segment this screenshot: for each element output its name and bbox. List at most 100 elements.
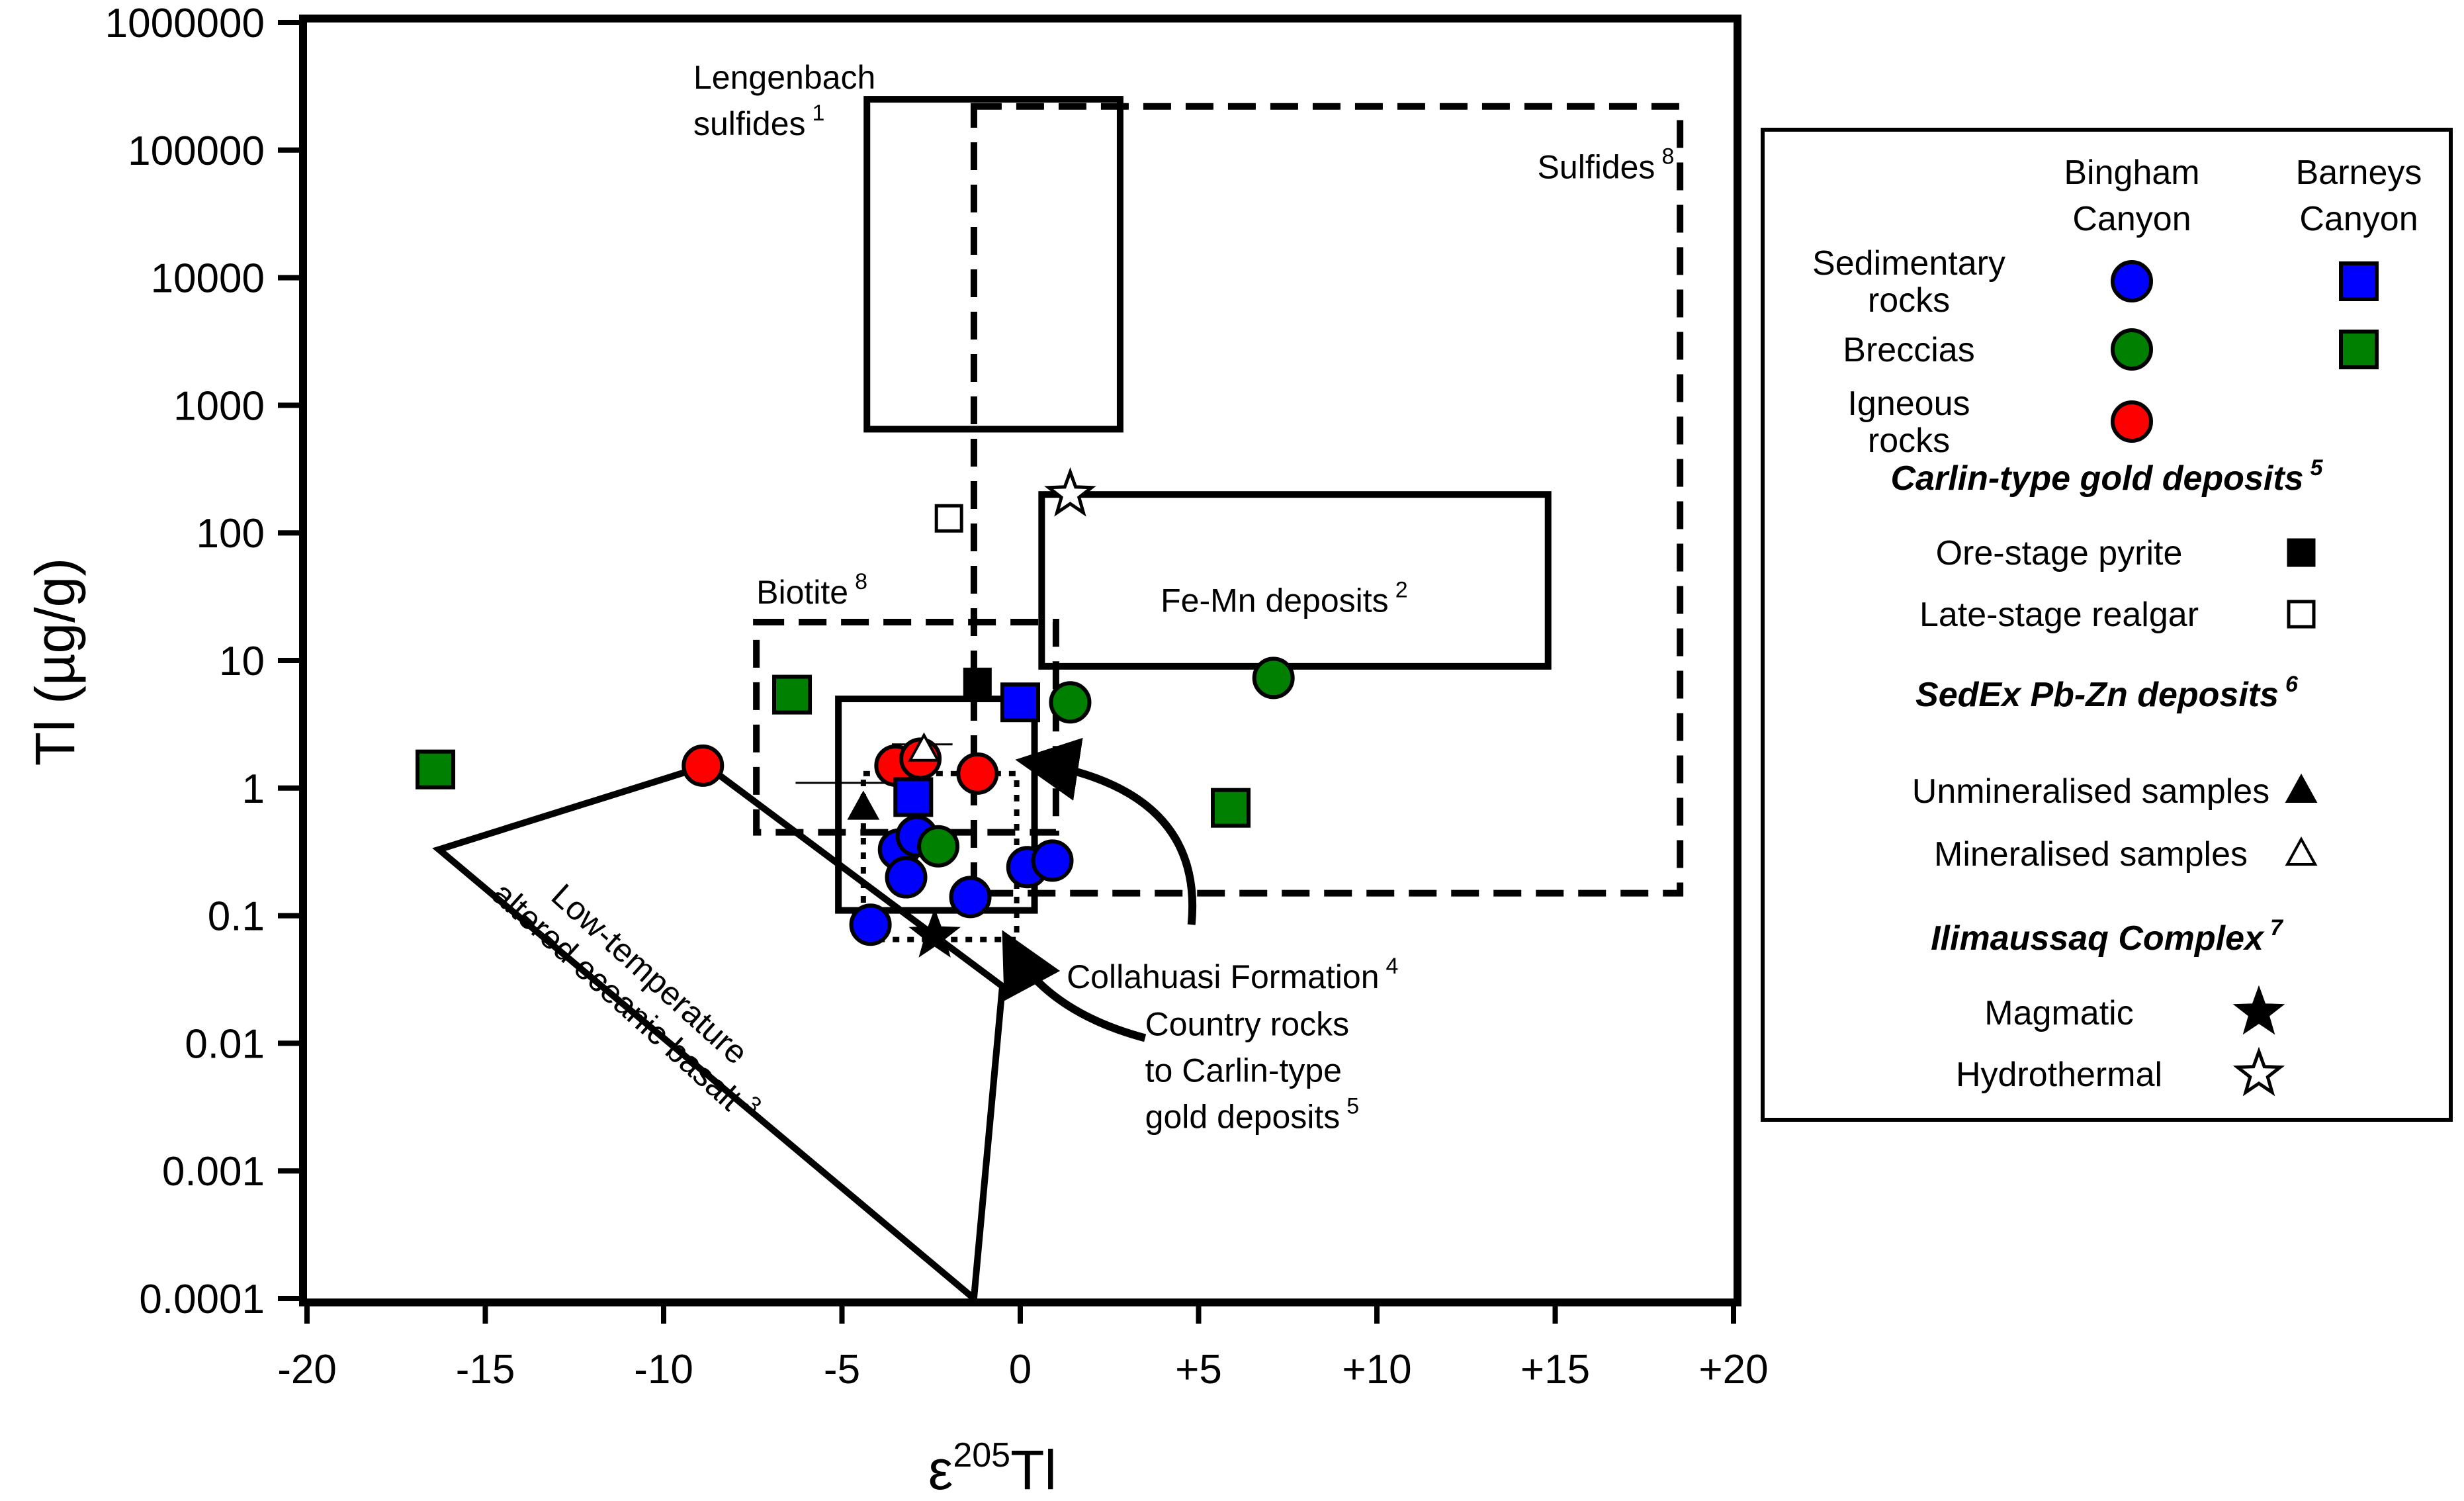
point-series-3-1 <box>893 777 934 817</box>
x-tick-label: +15 <box>1520 1347 1590 1392</box>
region-fe-mn <box>1038 491 1552 670</box>
legend-item-marker-star-open <box>2232 1046 2285 1097</box>
legend-marker-square-2 <box>2339 330 2379 369</box>
y-tick-label: 1000 <box>173 383 265 429</box>
x-tick-label: +20 <box>1698 1347 1768 1392</box>
region-lengenbach <box>863 96 1123 433</box>
x-axis-title: ε205Tl <box>928 1436 1057 1501</box>
x-tick-label: -15 <box>456 1347 515 1392</box>
y-tick-label: 100000 <box>128 128 265 174</box>
legend-row-label-3-line-1: Igneous <box>1847 385 1970 423</box>
legend-item-label-3-1: Magmatic <box>1984 994 2133 1032</box>
x-tick-label: +5 <box>1175 1347 1222 1392</box>
legend-marker-circle-2 <box>2111 328 2153 371</box>
legend-row-label-2-line-1: Breccias <box>1843 331 1974 369</box>
region-label-biotite-text: Biotite <box>756 574 848 611</box>
x-tick-label: 0 <box>1009 1347 1032 1392</box>
x-axis-title-suffix: Tl <box>1010 1439 1057 1501</box>
legend-item-label-1-1: Ore-stage pyrite <box>1936 534 2183 572</box>
legend-group-heading-2-superscript: 6 <box>2285 672 2299 697</box>
legend-col-header-2-line-1: Barneys <box>2296 154 2422 192</box>
region-label-country-rocks-line-3-text: gold deposits <box>1145 1099 1341 1136</box>
region-label-country-rocks-line-1: Country rocks <box>1145 1006 1349 1043</box>
point-series-0-0 <box>849 903 892 946</box>
arrow-collahuasi <box>1015 737 1196 925</box>
y-tick-label: 10 <box>219 639 265 684</box>
region-label-fe-mn-superscript: 2 <box>1395 578 1408 603</box>
point-series-8-0 <box>908 732 940 762</box>
region-collahuasi <box>835 696 1038 914</box>
y-axis-title-group: Tl (µg/g) <box>24 558 86 766</box>
legend-group-heading-3-superscript: 7 <box>2270 915 2284 940</box>
y-tick-label: 100 <box>197 511 265 557</box>
points-layer <box>416 467 1295 958</box>
legend-box <box>1761 128 2453 1122</box>
legend-item-marker-square-small <box>2287 538 2316 567</box>
legend-col-header-1-line-1: Bingham <box>2064 154 2199 192</box>
legend-row-label-3-line-2: rocks <box>1868 422 1950 460</box>
legend-marker-square-1 <box>2339 261 2379 301</box>
y-tick-label: 0.0001 <box>139 1277 265 1322</box>
legend-col-header-2-line-2: Canyon <box>2299 200 2418 238</box>
y-tick-label: 0.01 <box>185 1021 265 1067</box>
point-series-4-1 <box>772 674 813 715</box>
region-label-line-2-text: altered oceanic basalt <box>485 875 749 1118</box>
y-axis-title: Tl (µg/g) <box>24 558 86 766</box>
y-tick-label: 0.1 <box>208 894 265 940</box>
legend-item-marker-triangle <box>2285 773 2318 803</box>
region-label-lengenbach-line-2-text: sulfides <box>693 105 806 142</box>
point-series-3-0 <box>1000 682 1040 723</box>
point-series-0-2 <box>885 856 928 899</box>
legend-group-heading-3-text: Ilimaussaq Complex <box>1931 919 2265 958</box>
legend-row-label-1-line-2: rocks <box>1868 281 1950 320</box>
legend-item-label-2-2: Mineralised samples <box>1934 835 2248 874</box>
region-label-line-2: altered oceanic basalt3 <box>485 871 766 1130</box>
legend-item-label-1-2: Late-stage realgar <box>1919 596 2199 634</box>
point-series-6-0 <box>934 504 963 533</box>
region-label-collahuasi-superscript: 4 <box>1386 954 1399 979</box>
x-axis-title-sup: 205 <box>953 1436 1010 1475</box>
legend-item-label-2-1: Unmineralised samples <box>1912 772 2269 811</box>
region-label-collahuasi-text: Collahuasi Formation <box>1067 958 1379 995</box>
point-series-0-4 <box>949 876 992 919</box>
legend-group-heading-2-text: SedEx Pb-Zn deposits <box>1915 676 2279 714</box>
region-label-biotite-superscript: 8 <box>855 569 867 594</box>
region-label-lengenbach-line-1: Lengenbach <box>693 59 875 96</box>
x-tick-label: -5 <box>824 1347 860 1392</box>
region-label-lengenbach-line-2: sulfides 1 <box>693 101 824 142</box>
legend-item-marker-square-small-open <box>2287 600 2316 629</box>
legend-group-heading-1-text: Carlin-type gold deposits <box>1891 459 2304 498</box>
legend-layer: BinghamCanyonBarneysCanyonSedimentaryroc… <box>1761 128 2453 1122</box>
legend-marker-circle-1 <box>2111 260 2153 302</box>
x-axis-title-symbol: ε <box>928 1439 953 1501</box>
point-series-9-0 <box>908 908 961 958</box>
point-series-2-0 <box>682 744 725 787</box>
legend-col-header-1-line-2: Canyon <box>2072 200 2191 238</box>
region-label-country-rocks-line-2: to Carlin-type <box>1145 1052 1342 1089</box>
legend-item-label-3-2: Hydrothermal <box>1956 1056 2162 1094</box>
y-tick-label: 1000000 <box>105 1 265 46</box>
point-series-5-0 <box>963 667 992 696</box>
arrows-layer <box>1002 737 1196 1042</box>
region-label-country-rocks-line-3-superscript: 5 <box>1346 1094 1359 1119</box>
region-label-lengenbach-line-2-superscript: 1 <box>813 101 825 126</box>
point-series-0-6 <box>1031 839 1074 882</box>
y-tick-label: 0.001 <box>162 1149 265 1195</box>
region-label-biotite: Biotite 8 <box>756 569 867 611</box>
legend-row-label-1-line-1: Sedimentary <box>1812 244 2005 283</box>
point-series-1-1 <box>1049 681 1092 724</box>
point-series-7-0 <box>847 790 880 820</box>
region-label-sulfides-text: Sulfides <box>1538 149 1655 186</box>
point-series-1-2 <box>1252 657 1295 700</box>
point-series-2-3 <box>956 752 999 795</box>
x-tick-label: -20 <box>277 1347 337 1392</box>
